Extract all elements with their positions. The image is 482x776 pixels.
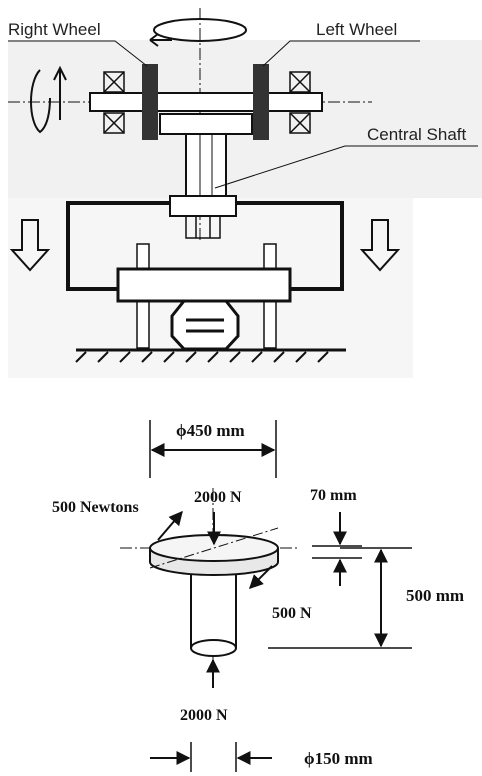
wheel-hub — [159, 113, 253, 135]
load-case-diagram: ϕ450 mm 70 mm 500 m — [52, 420, 464, 772]
load-cell — [170, 299, 240, 351]
cross-plate — [116, 267, 292, 303]
right-wheel — [142, 64, 158, 140]
right-down-arrow-icon — [359, 219, 401, 272]
radial-force-label: 500 N — [272, 605, 312, 622]
central-shaft-label: Central Shaft — [367, 125, 466, 144]
top-axial-force-label: 2000 N — [194, 489, 242, 506]
left-down-arrow-icon — [9, 219, 51, 272]
ground — [75, 348, 346, 363]
test-rig-diagram: Right Wheel Left Wheel Central Shaft — [8, 8, 482, 378]
central-shaft — [185, 133, 227, 197]
left-wheel — [253, 64, 269, 140]
right-bearing — [103, 71, 125, 134]
central-shaft-leader — [214, 145, 478, 189]
coupling-block — [169, 195, 237, 217]
tangential-force-arrow — [157, 510, 183, 541]
disk-thickness-label: 70 mm — [310, 487, 357, 504]
left-wheel-label: Left Wheel — [316, 20, 397, 39]
radial-force-arrow — [249, 565, 273, 589]
tangential-force-label: 500 Newtons — [52, 499, 139, 516]
right-wheel-leader — [8, 40, 148, 67]
right-wheel-label: Right Wheel — [8, 20, 101, 39]
bottom-axial-force-label: 2000 N — [180, 707, 228, 724]
coupling-stub — [185, 216, 221, 239]
left-bearing — [289, 71, 311, 134]
total-height-label: 500 mm — [406, 586, 464, 605]
wheel-spin-arrow-icon — [30, 65, 67, 134]
disk-diameter-label: ϕ450 mm — [176, 421, 245, 440]
shaft-diameter-label: ϕ150 mm — [304, 749, 373, 768]
shaft-cylinder — [190, 566, 237, 657]
left-wheel-leader — [262, 40, 420, 67]
axle — [89, 92, 323, 112]
